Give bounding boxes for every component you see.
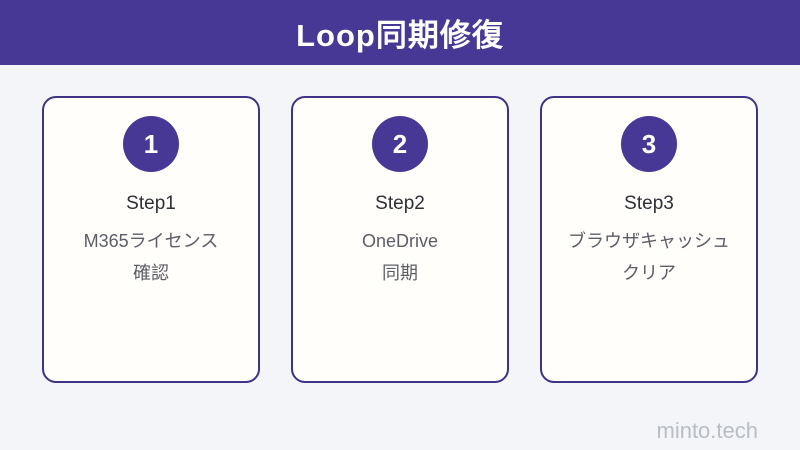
step-description: OneDrive 同期 [362, 226, 438, 289]
step-description-line: クリア [622, 262, 676, 283]
step-description: ブラウザキャッシュ クリア [568, 226, 730, 289]
step-number: 1 [143, 128, 159, 159]
step-card-1: 1 Step1 M365ライセンス 確認 [42, 96, 260, 383]
header-bar: Loop同期修復 [0, 0, 800, 65]
step-number-badge: 2 [372, 116, 428, 172]
step-label: Step1 [126, 193, 176, 214]
step-number-badge: 3 [621, 116, 677, 172]
steps-row: 1 Step1 M365ライセンス 確認 2 Step2 OneDrive 同期… [0, 96, 800, 383]
step-number: 2 [392, 128, 408, 159]
step-description: M365ライセンス 確認 [84, 226, 219, 289]
step-description-line: 確認 [132, 262, 169, 283]
page-title: Loop同期修復 [296, 18, 504, 53]
watermark: minto.tech [656, 418, 759, 443]
step-label: Step3 [624, 193, 674, 214]
step-label: Step2 [375, 193, 425, 214]
step-description-line: M365ライセンス [83, 231, 219, 251]
step-card-3: 3 Step3 ブラウザキャッシュ クリア [540, 96, 758, 383]
step-number: 3 [641, 128, 657, 159]
step-card-2: 2 Step2 OneDrive 同期 [291, 96, 509, 383]
step-description-line: OneDrive [361, 231, 439, 251]
step-description-line: 同期 [382, 262, 418, 283]
step-number-badge: 1 [123, 116, 179, 172]
step-description-line: ブラウザキャッシュ [568, 231, 730, 251]
